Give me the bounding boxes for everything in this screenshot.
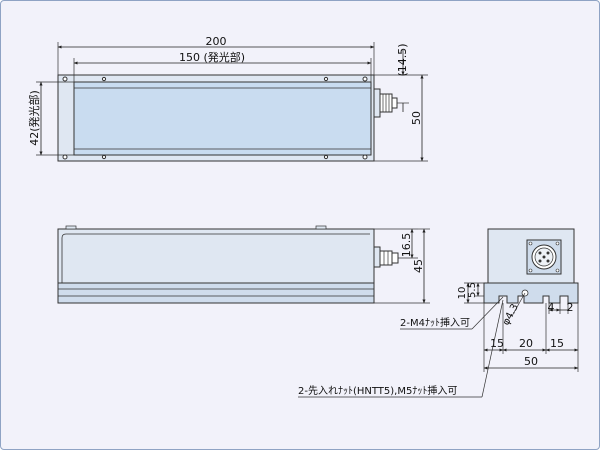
dim-height: 50 [410, 111, 423, 125]
dim-width: 50 [524, 355, 538, 368]
screw-icon [362, 154, 368, 160]
top-view-emitting-window [73, 81, 372, 156]
side-view-body [57, 228, 375, 284]
screw-icon [62, 76, 68, 82]
m4-nut-note: 2-M4ﾅｯﾄ挿入可 [400, 316, 470, 329]
dim-overall-length: 200 [206, 35, 227, 48]
connector-icon [373, 246, 399, 268]
dim-right-offset: 15 [550, 337, 564, 350]
dim-slot-depth: 5.5 [467, 282, 478, 298]
connector-face-icon [526, 239, 562, 275]
dim-slot-spacing: 20 [519, 337, 533, 350]
dim-left-offset: 15 [490, 337, 504, 350]
end-view: 10 5.5 4 2 φ4.3 15 20 15 50 [457, 228, 579, 372]
dim-slot-lip: 2 [567, 301, 574, 314]
dim-emitting-length: 150 (発光部) [179, 50, 245, 64]
screw-icon [101, 76, 107, 82]
dim-offset: (14.5) [396, 43, 409, 76]
dim-emitting-width: 42(発光部) [27, 90, 41, 146]
prior-nut-note: 2-先入れﾅｯﾄ(HNTT5),M5ﾅｯﾄ挿入可 [298, 384, 457, 397]
screw-icon [101, 154, 107, 160]
dim-connector-height: 16.5 [400, 233, 413, 258]
dim-slot-width: 4 [548, 301, 555, 314]
side-view: 16.5 45 [57, 225, 430, 304]
screw-icon [323, 76, 329, 82]
dim-total-height: 45 [412, 259, 425, 273]
screw-icon [62, 154, 68, 160]
top-view: 200 150 (発光部) 42(発光部) 50 (14.5) [27, 35, 428, 162]
dim-rail-height: 10 [457, 287, 468, 300]
dim-hole-diameter: φ4.3 [501, 302, 521, 327]
notes: 2-M4ﾅｯﾄ挿入可 2-先入れﾅｯﾄ(HNTT5),M5ﾅｯﾄ挿入可 [298, 296, 504, 398]
screw-icon [323, 154, 329, 160]
screw-icon [362, 76, 368, 82]
connector-icon [373, 88, 398, 118]
